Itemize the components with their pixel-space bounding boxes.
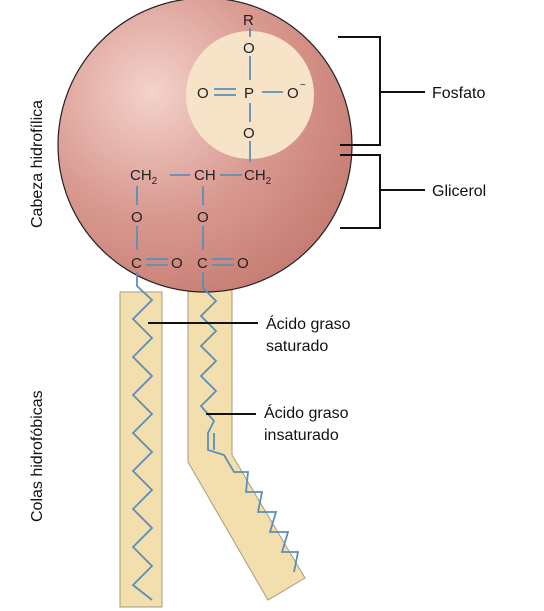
carbonyl-o-right: O xyxy=(237,255,249,272)
phosphate-o-right: O xyxy=(287,85,299,102)
glycerol-ch2-left: CH2 xyxy=(130,167,158,187)
phosphate-group xyxy=(186,31,314,159)
saturated-chain xyxy=(131,272,154,601)
hydrophilic-head-label: Cabeza hidrofílica xyxy=(29,100,46,228)
phosphate-o-left: O xyxy=(197,85,209,102)
carbonyl-c-left: C xyxy=(131,255,142,272)
unsaturated-chain xyxy=(199,272,300,573)
glycerol-ch-middle: CH xyxy=(194,167,216,184)
hydrophobic-tails-label: Colas hidrofóbicas xyxy=(29,390,46,522)
carbonyl-o-left: O xyxy=(171,255,183,272)
saturated-fatty-acid-label: Ácido graso saturado xyxy=(266,314,355,355)
glycerol-label: Glicerol xyxy=(432,183,486,200)
phosphate-o-top: O xyxy=(243,40,255,57)
ester-o-left: O xyxy=(131,209,143,226)
carbonyl-c-right: C xyxy=(197,255,208,272)
phosphorus-atom: P xyxy=(244,85,254,102)
unsaturated-tail xyxy=(187,289,306,601)
negative-charge: − xyxy=(300,80,306,91)
phosphate-label: Fosfato xyxy=(432,85,485,102)
glycerol-bracket xyxy=(340,154,381,229)
hydrophilic-head xyxy=(57,0,353,293)
unsaturated-fatty-acid-label: Ácido graso insaturado xyxy=(264,403,353,444)
ester-o-right: O xyxy=(197,209,209,226)
glycerol-ch2-right: CH2 xyxy=(244,167,272,187)
phosphate-o-bottom: O xyxy=(243,125,255,142)
r-group: R xyxy=(243,12,254,29)
saturated-tail xyxy=(119,291,163,608)
